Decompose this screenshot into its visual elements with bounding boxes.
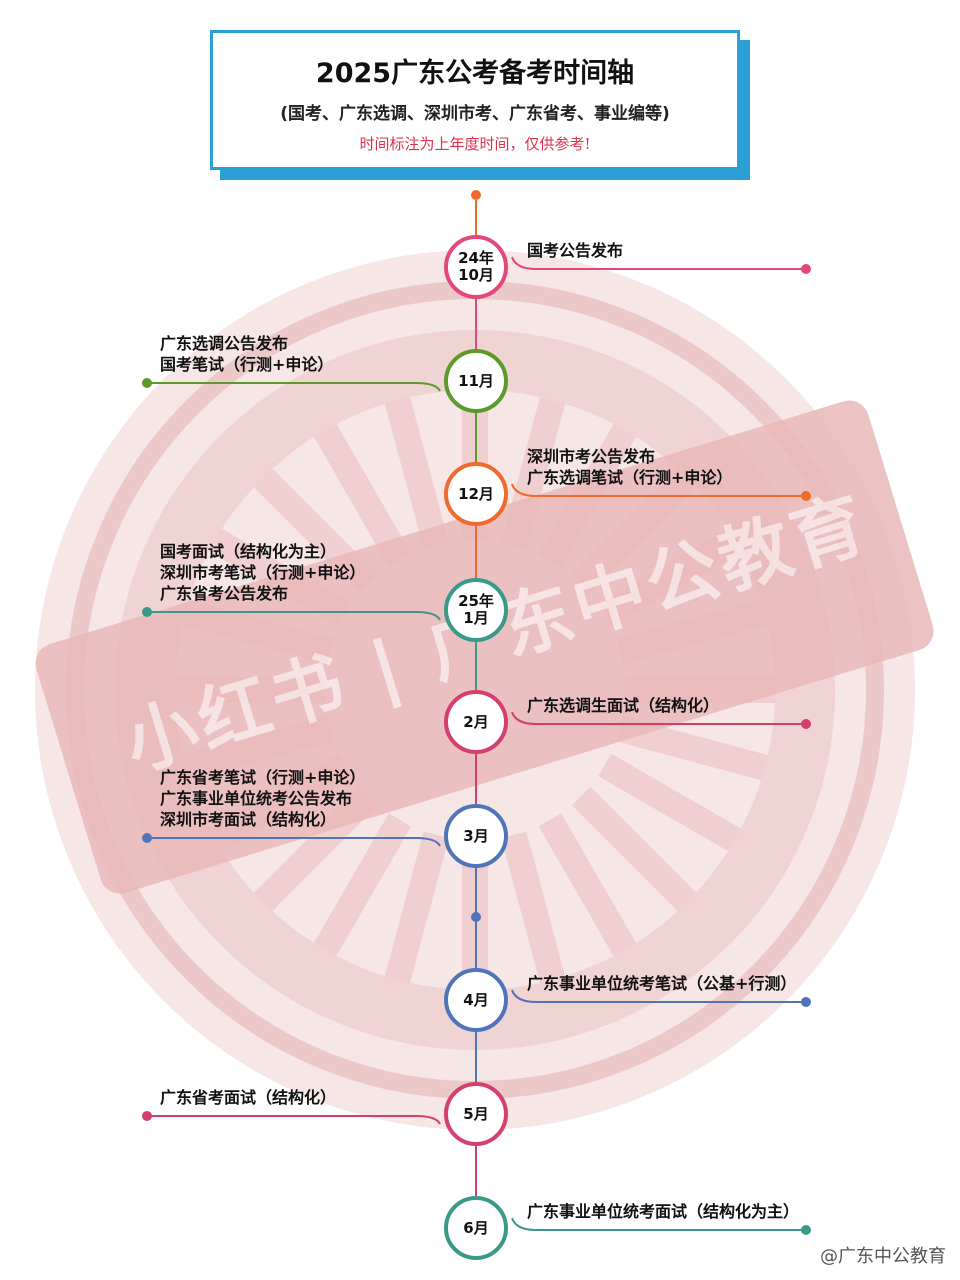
event-dot — [801, 719, 811, 729]
stamp-ray — [616, 716, 769, 781]
event-connector — [147, 611, 441, 621]
disclaimer-note: 时间标注为上年度时间，仅供参考! — [359, 135, 591, 153]
weibo-watermark: @广东中公教育 — [820, 1246, 946, 1267]
event-label: 国考公告发布 — [527, 241, 624, 260]
stamp-ray — [571, 786, 697, 912]
event-dot — [801, 264, 811, 274]
stamp-ray — [313, 813, 412, 957]
event-dot — [142, 1111, 152, 1121]
timeline-mid-dot — [471, 912, 481, 922]
event-connector — [511, 256, 806, 270]
month-node: 11月 — [444, 349, 508, 413]
event-label: 广东选调公告发布 — [160, 334, 289, 353]
stamp-ray — [313, 423, 412, 567]
timeline-start-dot — [471, 190, 481, 200]
month-node: 3月 — [444, 804, 508, 868]
event-label: 深圳市考笔试（行测+申论） — [160, 563, 366, 582]
event-dot — [142, 378, 152, 388]
event-label: 广东省考笔试（行测+申论） — [160, 768, 366, 787]
event-dot — [801, 997, 811, 1007]
event-label: 广东事业单位统考面试（结构化为主） — [527, 1202, 800, 1221]
event-label: 国考笔试（行测+申论） — [160, 355, 334, 374]
event-label: 广东省考面试（结构化） — [160, 1088, 337, 1107]
month-node: 12月 — [444, 462, 508, 526]
event-connector — [147, 837, 441, 847]
event-connector — [511, 483, 806, 497]
stamp-ray — [384, 831, 449, 984]
event-label: 广东省考公告发布 — [160, 584, 289, 603]
event-connector — [511, 1217, 806, 1231]
event-label: 深圳市考公告发布 — [527, 447, 656, 466]
event-label: 广东事业单位统考笔试（公基+行测） — [527, 974, 797, 993]
event-label: 广东选调笔试（行测+申论） — [527, 468, 733, 487]
event-connector — [511, 989, 806, 1003]
stamp-ray — [598, 753, 742, 852]
event-connector — [147, 1115, 441, 1125]
event-label: 深圳市考面试（结构化） — [160, 810, 337, 829]
event-dot — [801, 491, 811, 501]
event-label: 广东选调生面试（结构化） — [527, 696, 720, 715]
event-dot — [142, 607, 152, 617]
month-node: 4月 — [444, 968, 508, 1032]
month-node: 6月 — [444, 1196, 508, 1260]
stamp-ray — [384, 396, 449, 549]
event-label: 广东事业单位统考公告发布 — [160, 789, 353, 808]
stamp-ray — [538, 813, 637, 957]
title-box: 2025广东公考备考时间轴 (国考、广东选调、深圳市考、广东省考、事业编等) 时… — [210, 30, 740, 170]
page-subtitle: (国考、广东选调、深圳市考、广东省考、事业编等) — [280, 104, 670, 124]
stamp-ray — [501, 831, 566, 984]
event-label: 国考面试（结构化为主） — [160, 542, 337, 561]
month-node: 25年 1月 — [444, 578, 508, 642]
event-dot — [142, 833, 152, 843]
event-connector — [511, 711, 806, 725]
month-node: 2月 — [444, 690, 508, 754]
event-connector — [147, 382, 441, 392]
month-node: 5月 — [444, 1082, 508, 1146]
event-dot — [801, 1225, 811, 1235]
page-title: 2025广东公考备考时间轴 — [315, 58, 635, 89]
month-node: 24年 10月 — [444, 235, 508, 299]
